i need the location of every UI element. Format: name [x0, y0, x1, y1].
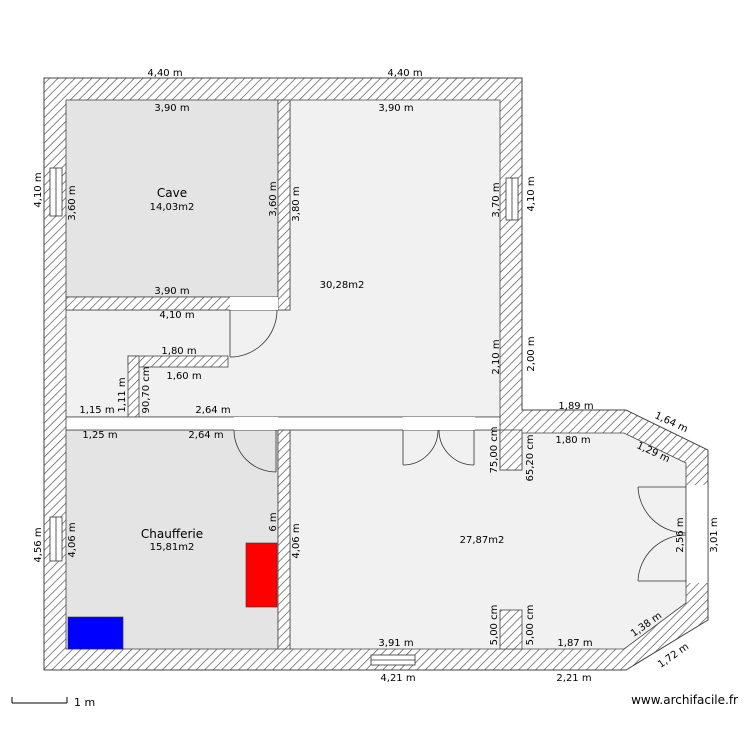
window-bottom: [370, 654, 416, 666]
dim-annex-right-out: 3,01 m: [709, 517, 720, 552]
dim-annex-right-in: 2,56 m: [675, 517, 686, 552]
dim-chauff-top-left: 1,25 m: [82, 430, 117, 441]
scale-bar: [11, 697, 68, 704]
chaufferie-name: Chaufferie: [141, 527, 203, 541]
dim-right-outer-top: 4,10 m: [526, 176, 537, 211]
dim-main-right-in: 3,70 m: [491, 182, 502, 217]
dim-main-top-in: 3,90 m: [378, 103, 413, 114]
dim-cave-bottom-in: 3,90 m: [154, 286, 189, 297]
dim-hall-bottom-mid: 2,64 m: [195, 405, 230, 416]
dim-step-height-left: 1,11 m: [117, 377, 128, 412]
partition-top: [499, 429, 523, 471]
water-tank: [67, 616, 124, 650]
chaufferie-area: 15,81m2: [150, 542, 195, 553]
dim-chauff-right-in: 6 m: [268, 512, 279, 531]
dim-left-outer-bottom: 4,56 m: [33, 527, 44, 562]
dim-partition-bottom-right: 5,00 cm: [525, 605, 536, 646]
dim-bottom-outer-left: 4,21 m: [380, 673, 415, 684]
cave-area: 14,03m2: [150, 202, 195, 213]
dim-bottom-outer-right: 2,21 m: [556, 673, 591, 684]
living-area: 27,87m2: [460, 535, 505, 546]
cave-name: Cave: [157, 186, 187, 200]
door-annex-double: [637, 485, 709, 583]
dim-step-height-right: 90,70 cm: [141, 366, 152, 413]
dim-annex-bottom-in: 1,87 m: [557, 638, 592, 649]
dim-living-bottom-in: 3,91 m: [378, 638, 413, 649]
wall-chauff-living: [277, 429, 291, 650]
dim-partition-top-left: 75,00 cm: [489, 426, 500, 473]
dim-hall-top: 4,10 m: [159, 310, 194, 321]
door-living-double: [402, 417, 475, 466]
scale-label: 1 m: [74, 696, 96, 709]
wall-step-vert: [127, 355, 140, 418]
wall-step: [127, 355, 229, 368]
window-left-top: [49, 167, 63, 217]
dim-annex-top-in: 1,80 m: [555, 435, 590, 446]
window-left-bottom: [49, 516, 63, 562]
dim-step-bottom: 1,60 m: [166, 371, 201, 382]
dim-partition-top-right: 65,20 cm: [525, 434, 536, 481]
dim-outer-right-lower: 2,00 m: [526, 336, 537, 371]
window-right-top: [505, 177, 519, 221]
dim-partition-bottom-left: 5,00 cm: [489, 605, 500, 646]
dim-left-outer-top: 4,10 m: [33, 172, 44, 207]
cave-room: [65, 99, 279, 298]
wall-hall-bottom: [65, 416, 501, 431]
dim-cave-right-in: 3,60 m: [268, 181, 279, 216]
dim-hall-bottom-left: 1,15 m: [79, 405, 114, 416]
dim-step-top: 1,80 m: [161, 346, 196, 357]
boiler: [245, 542, 278, 608]
dim-main-right-lower: 2,10 m: [491, 339, 502, 374]
dim-annex-top-out: 1,89 m: [558, 401, 593, 412]
dim-chauff-top-mid: 2,64 m: [188, 430, 223, 441]
main-area: 30,28m2: [320, 280, 365, 291]
dim-cave-top-in: 3,90 m: [154, 103, 189, 114]
dim-chauff-left-in: 4,06 m: [67, 522, 78, 557]
dim-cave-left-in: 3,60 m: [67, 185, 78, 220]
partition-bottom: [499, 609, 523, 650]
watermark: www.archifacile.fr: [631, 693, 738, 707]
door-chaufferie: [233, 417, 278, 473]
door-cave: [229, 297, 278, 358]
dim-wall-chauff-living: 4,06 m: [291, 523, 302, 558]
wall-cave-main: [277, 99, 291, 311]
dim-wall-cave-main: 3,80 m: [291, 186, 302, 221]
dim-top-right-outer: 4,40 m: [387, 68, 422, 79]
dim-top-left-outer: 4,40 m: [147, 68, 182, 79]
